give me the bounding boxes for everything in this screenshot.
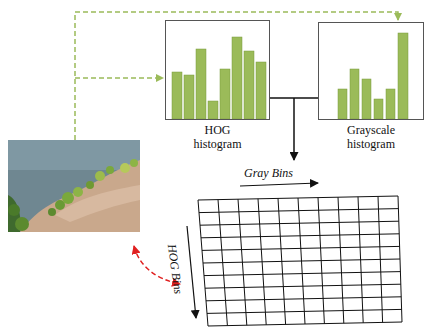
histogram-title: HOG histogram — [180, 123, 256, 151]
histogram-bars — [338, 33, 408, 119]
axis-label: Gray Bins — [244, 166, 293, 180]
histogram-bars — [172, 37, 266, 119]
histogram-box: Grayscale histogram — [318, 22, 424, 120]
histogram-box: HOG histogram — [165, 20, 270, 120]
aerial-photo — [8, 140, 140, 232]
axis-arrow — [240, 183, 318, 186]
down-arrow — [293, 98, 295, 160]
axis-arrow — [187, 226, 196, 318]
connector-line — [270, 97, 318, 99]
histogram-title: Grayscale histogram — [333, 123, 409, 151]
dashed-arrow — [75, 77, 163, 79]
dashed-arrow — [75, 12, 398, 140]
axis-label: HOG Bins — [165, 243, 186, 295]
co-occurrence-grid — [198, 196, 402, 326]
